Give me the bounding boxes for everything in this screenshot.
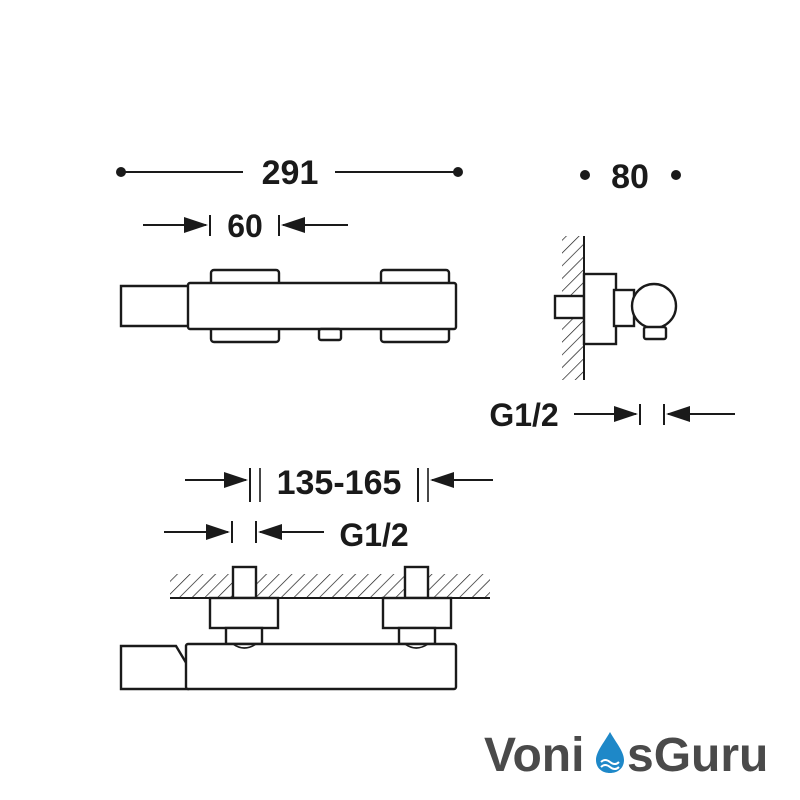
mounting-plate-side (582, 272, 618, 346)
dim-label-135-165: 135-165 (277, 464, 402, 502)
brand-text-part1: Voni (484, 729, 584, 782)
union-left-plan (208, 596, 280, 630)
water-drop-icon (596, 732, 624, 773)
wall-inlet-side (553, 294, 586, 320)
union-curve-left (232, 643, 257, 649)
dim-dot-right (671, 170, 681, 180)
nut-left-plan (224, 626, 264, 646)
brand-text-part2: sGuru (627, 729, 768, 782)
dimension-connection-bottom: G1/2 (164, 517, 409, 553)
union-curve-right (404, 643, 429, 649)
inlet-right-plan (403, 565, 430, 600)
front-view-mixer (119, 268, 458, 344)
mixer-end-cap (119, 284, 192, 328)
dim-label-80: 80 (611, 158, 649, 196)
dim-label-g12-bottom: G1/2 (339, 517, 408, 553)
mixer-body (186, 281, 458, 331)
dimension-depth: 80 (580, 158, 681, 196)
union-right-plan (381, 596, 453, 630)
dim-endpoint-right (453, 167, 463, 177)
brand-logo: Voni sGuru (484, 729, 768, 782)
nut-right-plan (397, 626, 437, 646)
wall-hatch-plan (170, 574, 490, 598)
outlet-nozzle (317, 327, 343, 342)
dimension-center-distance: 135-165 (185, 464, 493, 502)
dim-label-60: 60 (227, 208, 263, 244)
dimension-connection-side: G1/2 (489, 397, 735, 433)
dim-label-291: 291 (262, 154, 319, 192)
dim-label-g12-side: G1/2 (489, 397, 558, 433)
dimension-total-length: 291 (116, 154, 463, 192)
mixer-end-cap-plan (119, 644, 190, 691)
mixer-body-plan (184, 642, 458, 691)
side-view-mixer (553, 236, 678, 380)
handle-side (630, 282, 678, 330)
dim-dot-left (580, 170, 590, 180)
dimension-handle-width: 60 (143, 208, 348, 244)
inlet-left-plan (231, 565, 258, 600)
plan-view-mixer (119, 565, 490, 691)
outlet-side (642, 325, 668, 341)
